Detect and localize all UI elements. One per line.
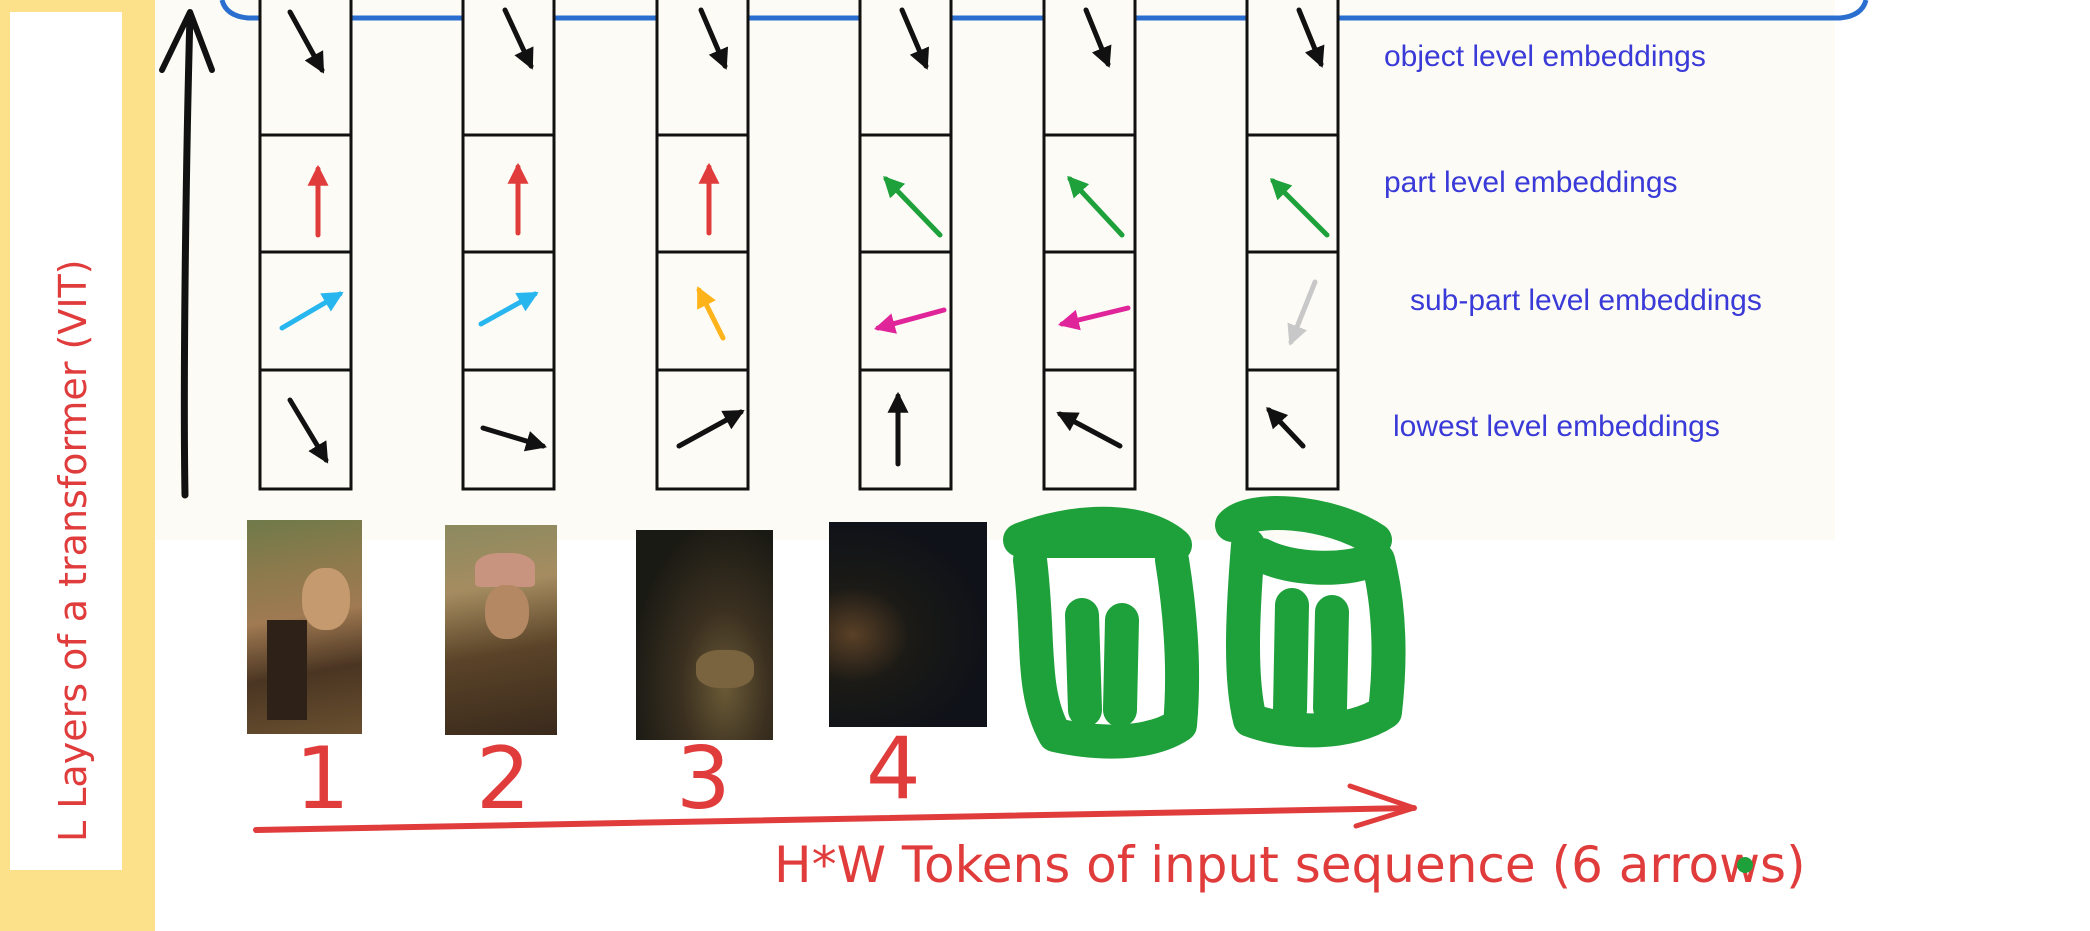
embedding-arrow (899, 7, 930, 70)
token-columns (258, 0, 1340, 491)
part-level-label: part level embeddings (1384, 166, 1678, 199)
column-box (461, 0, 556, 491)
right-arrow-icon (253, 783, 1417, 833)
embedding-arrow (696, 286, 726, 341)
embedding-arrow (873, 307, 947, 334)
embedding-arrow (1287, 279, 1318, 346)
token-number-1: 1 (295, 729, 350, 829)
embedding-arrow (478, 291, 539, 327)
embedding-arrow (502, 7, 534, 70)
token-image-1 (247, 520, 362, 734)
embedding-arrow (1056, 411, 1123, 449)
embedding-arrow (883, 175, 943, 238)
embedding-arrow (1296, 7, 1325, 68)
column-box (1042, 0, 1137, 491)
token-image-2 (445, 525, 557, 735)
hands-patch (696, 650, 754, 688)
face-patch (302, 568, 350, 630)
embedding-arrow (287, 9, 325, 74)
annotation-dot (1737, 857, 1753, 873)
embedding-arrow (1057, 305, 1131, 331)
embedding-arrow (698, 7, 729, 70)
bandana-patch (475, 553, 535, 587)
hair-patch (267, 620, 307, 720)
embedding-arrow (676, 409, 745, 449)
token-column (655, 0, 750, 491)
column-box (258, 0, 353, 491)
token-column (858, 0, 953, 491)
token-number-2: 2 (476, 729, 531, 829)
column-box (858, 0, 953, 491)
token-image-4 (829, 522, 987, 727)
embedding-arrow (1083, 7, 1112, 68)
object-level-label: object level embeddings (1384, 40, 1706, 73)
token-column (1245, 0, 1340, 491)
y-axis-label-panel: L Layers of a transformer (VIT) (10, 12, 122, 870)
embedding-arrow (1266, 406, 1306, 449)
embedding-arrow (279, 291, 344, 331)
embedding-arrow (1270, 178, 1330, 238)
token-number-4: 4 (866, 719, 921, 819)
token-column (1042, 0, 1137, 491)
trash-bin-icon (1003, 506, 1199, 759)
embedding-arrow (1067, 175, 1125, 238)
token-column (461, 0, 556, 491)
token-image-3 (636, 530, 773, 740)
trash-bin-icon (1215, 496, 1406, 748)
embedding-panel (155, 0, 1835, 540)
x-axis-label: H*W Tokens of input sequence (6 arrows) (774, 836, 1806, 894)
face-patch (485, 585, 529, 639)
token-number-3: 3 (676, 729, 731, 829)
lowest-level-label: lowest level embeddings (1393, 410, 1720, 443)
column-box (655, 0, 750, 491)
embedding-arrow (287, 397, 329, 464)
embedding-arrow (480, 425, 548, 452)
column-box (1245, 0, 1340, 491)
y-axis-label: L Layers of a transformer (VIT) (51, 259, 95, 842)
subpart-level-label: sub-part level embeddings (1410, 284, 1762, 317)
up-arrow-icon (159, 9, 215, 499)
token-column (258, 0, 353, 491)
y-axis-label-svg: L Layers of a transformer (VIT) (51, 259, 95, 842)
